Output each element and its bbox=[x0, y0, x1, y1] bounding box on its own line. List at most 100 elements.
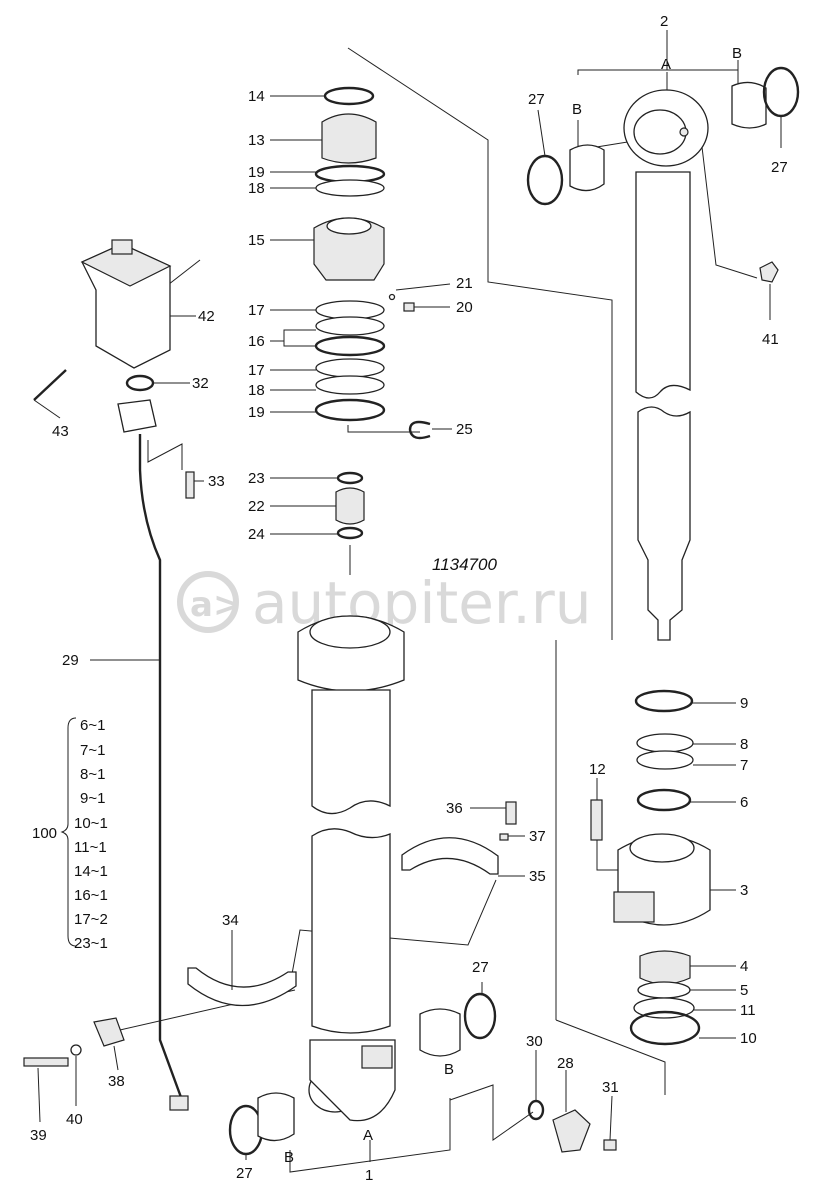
part-6-ring bbox=[636, 788, 692, 812]
label-part-19-b: 19 bbox=[248, 404, 265, 421]
part-3-port bbox=[613, 891, 655, 923]
rod-grease-port bbox=[679, 127, 689, 137]
tube-port bbox=[361, 1045, 393, 1069]
part-41-grease-fitting bbox=[759, 261, 779, 283]
part-33-bolt bbox=[185, 471, 195, 499]
label-part-15: 15 bbox=[248, 232, 265, 249]
part-18-ring-b bbox=[315, 375, 385, 395]
label-part-6: 6 bbox=[740, 794, 748, 811]
part-3-bore bbox=[629, 833, 695, 863]
gland-parts bbox=[590, 689, 711, 1046]
label-part-32: 32 bbox=[192, 375, 209, 392]
label-part-40: 40 bbox=[66, 1111, 83, 1128]
kit-item: 23~1 bbox=[74, 935, 108, 952]
label-part-11: 11 bbox=[740, 1002, 756, 1019]
part-29-pipe bbox=[138, 434, 184, 1101]
part-2-piston-rod bbox=[623, 89, 779, 641]
callout-lines bbox=[33, 95, 782, 1160]
part-27-seal-bottom-left bbox=[228, 1104, 264, 1156]
part-b-bushing-top-right bbox=[731, 81, 767, 129]
part-39-bolt bbox=[23, 1057, 69, 1067]
kit-item: 6~1 bbox=[80, 717, 105, 734]
part-30-oring bbox=[527, 1099, 545, 1121]
callout-line-16 bbox=[283, 329, 316, 347]
label-part-27-top-left: 27 bbox=[528, 91, 545, 108]
rod-eye-bushings bbox=[526, 66, 800, 206]
callout-line-38 bbox=[113, 1045, 119, 1071]
part-16-ring-a bbox=[315, 316, 385, 336]
part-27-seal-bottom-right bbox=[463, 992, 497, 1040]
part-32-oring bbox=[125, 374, 155, 392]
part-9-ring bbox=[634, 689, 694, 713]
part-17-ring-a bbox=[315, 300, 385, 320]
kit-item: 10~1 bbox=[74, 815, 108, 832]
label-part-14: 14 bbox=[248, 88, 265, 105]
label-part-19-a: 19 bbox=[248, 164, 265, 181]
label-part-8: 8 bbox=[740, 736, 748, 753]
part-10-ring bbox=[629, 1010, 701, 1046]
kit-item: 14~1 bbox=[74, 863, 108, 880]
callout-line-27d bbox=[537, 109, 546, 157]
label-part-30: 30 bbox=[526, 1033, 543, 1050]
watermark-text: autopiter.ru bbox=[252, 569, 591, 637]
part-20-screw bbox=[403, 302, 415, 312]
piston-parts bbox=[313, 86, 431, 540]
label-part-28: 28 bbox=[557, 1055, 574, 1072]
part-24-ring bbox=[336, 526, 364, 540]
callout-line-21 bbox=[395, 283, 451, 291]
leader-41 bbox=[699, 129, 758, 279]
part-40-washer bbox=[70, 1044, 82, 1056]
valve-top bbox=[80, 243, 172, 287]
label-part-29: 29 bbox=[62, 652, 79, 669]
label-part-41: 41 bbox=[762, 331, 779, 348]
label-part-21: 21 bbox=[456, 275, 473, 292]
part-25-snap-ring bbox=[408, 420, 431, 440]
rod-upper bbox=[635, 171, 691, 399]
outline-bottom-right bbox=[555, 1019, 666, 1095]
label-part-23: 23 bbox=[248, 470, 265, 487]
part-b-bushing-bottom-left bbox=[257, 1092, 295, 1142]
label-part-20: 20 bbox=[456, 299, 473, 316]
label-part-12: 12 bbox=[589, 761, 606, 778]
part-27-seal-top-right bbox=[762, 66, 800, 118]
kit-brace bbox=[60, 717, 77, 947]
label-b-top-right: B bbox=[732, 45, 742, 62]
label-a-bottom: A bbox=[363, 1127, 373, 1144]
pipe-and-clamps bbox=[23, 374, 517, 1111]
part-15-piston bbox=[313, 217, 385, 281]
kit-label: 100 bbox=[32, 825, 57, 842]
kit-item: 17~2 bbox=[74, 911, 108, 928]
valve-cap bbox=[111, 239, 133, 255]
tube-head-bore bbox=[309, 615, 391, 649]
part-b-bushing-bottom-right bbox=[419, 1008, 461, 1057]
leader-30-28 bbox=[449, 1084, 534, 1141]
callout-line-31 bbox=[609, 1095, 613, 1141]
label-part-33: 33 bbox=[208, 473, 225, 490]
label-part-37: 37 bbox=[529, 828, 546, 845]
label-a-top: A bbox=[661, 56, 671, 73]
label-part-25: 25 bbox=[456, 421, 473, 438]
tube-upper bbox=[311, 689, 391, 815]
label-part-27-bottom-right: 27 bbox=[472, 959, 489, 976]
tube-eye-bushings bbox=[228, 992, 617, 1156]
watermark-logo-mark: a> bbox=[190, 585, 241, 625]
part-36-bolt bbox=[505, 801, 517, 825]
part-28-flange bbox=[552, 1109, 591, 1153]
callout-line-43 bbox=[33, 399, 61, 419]
label-part-24: 24 bbox=[248, 526, 265, 543]
kit-item: 11~1 bbox=[74, 839, 107, 856]
part-7-ring bbox=[636, 750, 694, 770]
label-part-3: 3 bbox=[740, 882, 748, 899]
part-23-ring bbox=[336, 471, 364, 485]
label-part-2: 2 bbox=[660, 13, 668, 30]
part-b-bushing-top-left bbox=[569, 144, 605, 192]
kit-item: 8~1 bbox=[80, 766, 105, 783]
label-part-17-b: 17 bbox=[248, 362, 265, 379]
part-43-bolt bbox=[33, 369, 67, 401]
kit-item: 16~1 bbox=[74, 887, 108, 904]
part-34-clamp bbox=[187, 967, 297, 1007]
label-part-13: 13 bbox=[248, 132, 265, 149]
label-part-38: 38 bbox=[108, 1073, 125, 1090]
part-8-ring bbox=[636, 733, 694, 753]
tube-lower bbox=[311, 828, 391, 1034]
